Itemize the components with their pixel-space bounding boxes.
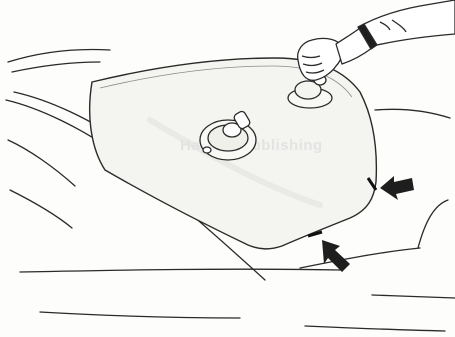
roof-line-lower	[12, 62, 100, 72]
bonnet-line	[20, 269, 340, 272]
fender-line-right	[372, 295, 455, 298]
bonnet-edge-right	[300, 248, 420, 268]
bonnet-lower-line	[40, 312, 240, 318]
door-window-line	[8, 140, 75, 186]
body-edge-right	[418, 200, 448, 248]
suction-cup-screw	[203, 147, 211, 153]
roof-edge-right	[375, 109, 450, 118]
roof-line-upper	[8, 50, 110, 63]
arrow-bottom-icon	[322, 240, 350, 272]
sleeve	[364, 0, 455, 45]
hand-icon	[298, 0, 455, 80]
arrow-right-icon	[380, 176, 414, 200]
bonnet-lower-right	[305, 326, 445, 331]
door-lower-line	[10, 190, 72, 228]
